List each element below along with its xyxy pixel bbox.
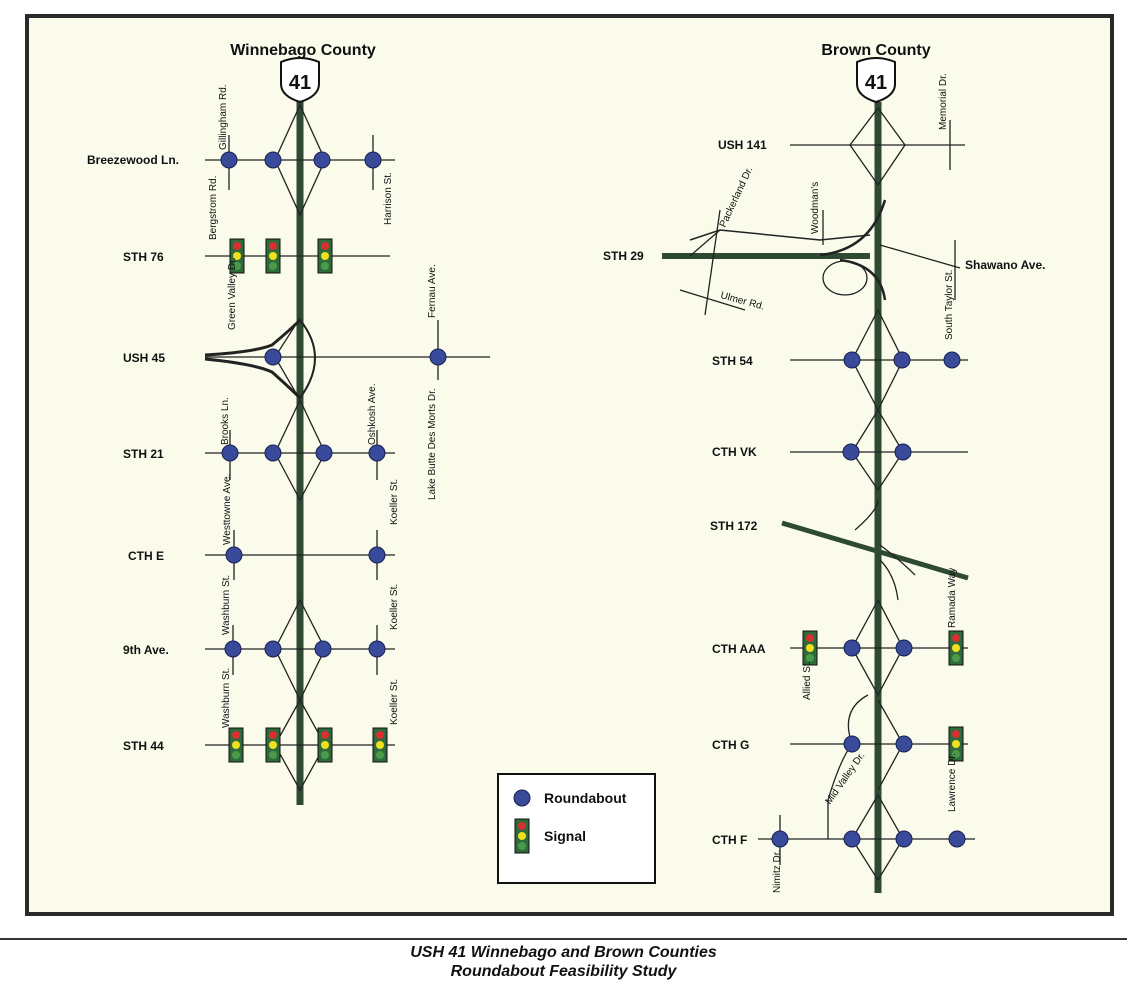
roundabout-legend-icon [513,789,531,807]
street-label: Koeller St. [389,479,400,525]
street-label: Memorial Dr. [938,73,949,130]
interchange-label: STH 29 [603,249,644,263]
legend-signal-label: Signal [544,828,586,844]
signal [948,630,964,666]
roundabout [843,735,861,753]
signal [802,630,818,666]
signal [265,727,281,763]
street-label: Allied St. [802,661,813,700]
roundabout [364,151,382,169]
interchange-label: CTH AAA [712,642,766,656]
signal [317,727,333,763]
interchange-label: USH 141 [718,138,767,152]
signal [265,238,281,274]
street-label: Harrison St. [383,172,394,225]
interchange-label: STH 172 [710,519,758,533]
roundabout [264,444,282,462]
interchange-label: Breezewood Ln. [87,153,179,167]
street-label: Green Valley Dr. [227,257,238,330]
signal [372,727,388,763]
roundabout [894,443,912,461]
interchange-label: CTH VK [712,445,757,459]
signal [228,727,244,763]
street-label: Koeller St. [389,679,400,725]
interchange-label: STH 44 [123,739,164,753]
street-label: Lawrence Dr. [947,753,958,812]
roundabout [314,640,332,658]
roundabout [220,151,238,169]
brown-title: Brown County [821,42,930,59]
street-label: Fernau Ave. [427,264,438,318]
street-label: Washburn St. [221,575,232,635]
roundabout [429,348,447,366]
street-label: South Taylor St. [944,270,955,340]
interchange-label: CTH E [128,549,164,563]
signal [317,238,333,274]
caption-subtitle: Roundabout Feasibility Study [450,963,677,980]
roundabout [948,830,966,848]
street-label: Shawano Ave. [965,258,1045,272]
roundabout [264,348,282,366]
roundabout [843,830,861,848]
roundabout [771,830,789,848]
street-label: Nimitz Dr. [772,850,783,893]
roundabout [893,351,911,369]
roundabout [224,640,242,658]
roundabout [221,444,239,462]
roundabout [368,546,386,564]
caption-rule [0,938,1127,940]
street-label: Bergstrom Rd. [208,176,219,240]
interchange-label: STH 76 [123,250,164,264]
legend-roundabout-label: Roundabout [544,790,627,806]
street-label: Gillingham Rd. [218,84,229,150]
brown-panel [662,102,975,893]
interchange-label: STH 54 [712,354,753,368]
roundabout [895,639,913,657]
roundabout [368,444,386,462]
street-label: Brooks Ln. [220,397,231,445]
winnebago-shield-number: 41 [289,72,311,94]
roundabout [895,830,913,848]
roundabout [264,640,282,658]
winnebago-title: Winnebago County [230,42,376,59]
interchange-label: CTH F [712,833,747,847]
signal-legend-icon [514,818,530,854]
street-label: Westtowne Ave. [222,474,233,545]
roundabout [842,443,860,461]
roundabout [225,546,243,564]
roundabout [264,151,282,169]
roundabout [313,151,331,169]
street-label: Lake Butte Des Morts Dr. [427,388,438,500]
interchange-label: STH 21 [123,447,164,461]
street-label: Koeller St. [389,584,400,630]
roundabout [895,735,913,753]
street-label: Ramada Way [947,568,958,628]
legend: Roundabout Signal [497,773,656,884]
roundabout [843,351,861,369]
roundabout [843,639,861,657]
interchange-label: 9th Ave. [123,643,169,657]
roundabout [943,351,961,369]
street-label: Woodman's [810,182,821,234]
caption-title: USH 41 Winnebago and Brown Counties [410,944,717,961]
map-frame [25,14,1114,916]
street-label: Washburn St. [221,668,232,728]
brown-shield-number: 41 [865,72,887,94]
interchange-label: USH 45 [123,351,165,365]
roundabout [368,640,386,658]
interchange-label: CTH G [712,738,749,752]
street-label: Oshkosh Ave. [367,383,378,445]
roundabout [315,444,333,462]
